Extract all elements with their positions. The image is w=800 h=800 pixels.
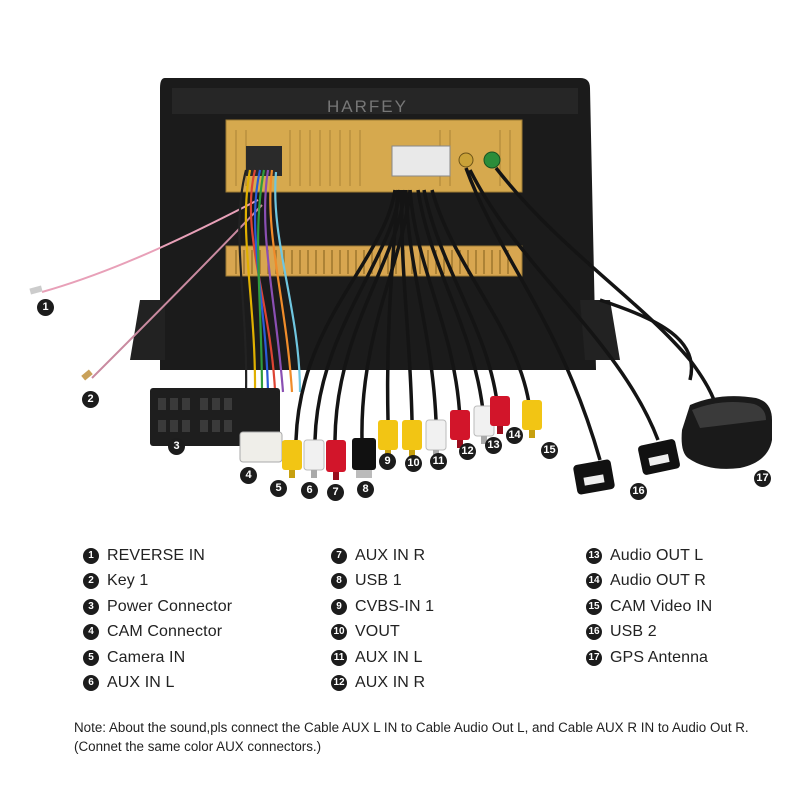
legend-label: REVERSE IN [107,546,205,564]
legend-label: Power Connector [107,597,233,615]
signal-cables [294,166,719,461]
legend-number: 2 [83,573,99,590]
legend-number: 12 [331,675,347,692]
legend-item: 15 CAM Video IN [586,594,712,620]
legend-item: 11 AUX IN L [331,645,434,671]
legend-item: 8 USB 1 [331,569,434,595]
vout-plug [402,420,422,458]
callout-17: 17 [754,470,771,487]
legend-label: AUX IN R [355,546,426,564]
callout-12: 12 [459,443,476,460]
legend-number: 1 [83,547,99,564]
camera-in-plug [282,440,302,478]
legend-label: CAM Connector [107,623,223,641]
legend-number: 15 [586,598,602,615]
main-board-top [225,119,523,193]
callout-13: 13 [485,437,502,454]
legend-item: 9 CVBS-IN 1 [331,594,434,620]
gps-antenna [681,396,772,469]
legend-item: 16 USB 2 [586,620,712,646]
legend-number: 5 [83,649,99,666]
legend-label: Camera IN [107,648,186,666]
aux-in-r2-plug [450,410,470,448]
cam-video-in-plug [522,400,542,438]
callout-9: 9 [379,453,396,470]
legend-label: AUX IN R [355,674,426,692]
legend-number: 4 [83,624,99,641]
legend-label: CAM Video IN [610,597,713,615]
aux-in-l-plug [303,439,325,478]
legend-label: AUX IN L [107,674,175,692]
legend-number: 10 [331,624,347,641]
callout-7: 7 [327,484,344,501]
legend-label: USB 2 [610,623,657,641]
legend-column-3: 13 Audio OUT L 14 Audio OUT R 15 CAM Video … [586,543,712,671]
callout-6: 6 [301,482,318,499]
legend-item: 5 Camera IN [83,645,232,671]
legend-item: 3 Power Connector [83,594,232,620]
legend-number: 6 [83,675,99,692]
legend-item: 14 Audio OUT R [586,569,712,595]
power-harness [238,169,302,395]
legend-number: 14 [586,573,602,590]
callout-5: 5 [270,480,287,497]
legend-number: 16 [586,624,602,641]
callout-11: 11 [430,453,447,470]
callout-8: 8 [357,481,374,498]
wiring-diagram: HARFEY [29,78,772,501]
wiring-illustration: HARFEY [29,78,772,495]
legend-number: 8 [331,573,347,590]
audio-out-r-plug [490,396,510,434]
legend-label: Audio OUT R [610,572,706,590]
legend-label: Key 1 [107,572,149,590]
legend-label: VOUT [355,623,400,641]
callout-1: 1 [37,299,54,316]
legend-number: 3 [83,598,99,615]
usb1-plug [352,438,376,478]
legend-item: 1 REVERSE IN [83,543,232,569]
brand-logo: HARFEY [327,97,408,116]
callout-10: 10 [405,455,422,472]
legend-item: 17 GPS Antenna [586,645,712,671]
legend-number: 13 [586,547,602,564]
callout-4: 4 [240,467,257,484]
callout-3: 3 [168,438,185,455]
callout-15: 15 [541,442,558,459]
legend-number: 11 [331,649,347,666]
legend-label: CVBS-IN 1 [355,597,435,615]
legend-label: Audio OUT L [610,546,704,564]
sound-note: Note: About the sound,pls connect the Ca… [74,720,749,754]
usb2-sockets [573,439,680,495]
legend-label: GPS Antenna [610,648,709,666]
legend-column-1: 1 REVERSE IN 2 Key 1 3 Power Connector 4 CAM… [83,543,232,696]
reverse-in-wire [41,199,259,293]
legend-item: 13 Audio OUT L [586,543,712,569]
legend-number: 17 [586,649,602,666]
legend-number: 7 [331,547,347,564]
legend-label: USB 1 [355,572,402,590]
legend-item: 4 CAM Connector [83,620,232,646]
legend-item: 2 Key 1 [83,569,232,595]
legend: 1 REVERSE IN 2 Key 1 3 Power Connector 4 CAM… [83,543,763,693]
cam-connector [239,431,283,463]
legend-item: 10 VOUT [331,620,434,646]
callout-16: 16 [630,483,647,500]
callout-14: 14 [506,427,523,444]
legend-item: 6 AUX IN L [83,671,232,697]
aux-in-r-plug [326,440,346,480]
legend-item: 7 AUX IN R [331,543,434,569]
legend-number: 9 [331,598,347,615]
callout-2: 2 [82,391,99,408]
legend-item: 12 AUX IN R [331,671,434,697]
legend-label: AUX IN L [355,648,423,666]
